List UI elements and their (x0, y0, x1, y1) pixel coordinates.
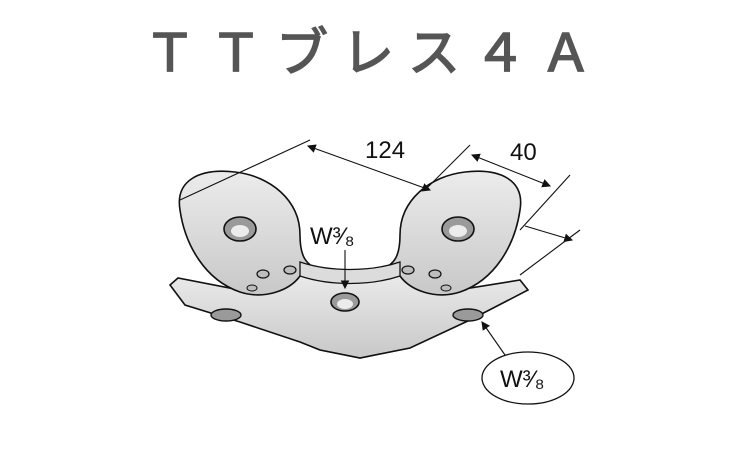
product-title: ＴＴブレス４Ａ (143, 24, 606, 84)
side-bolt-label: W³⁄₈ (500, 366, 545, 393)
dimension-length-label: 124 (365, 137, 405, 164)
dimension-width-label: 40 (510, 139, 537, 166)
side-bolt-callout (481, 351, 575, 405)
center-bolt-label: W³⁄₈ (310, 223, 355, 250)
dimension-line-width (470, 153, 552, 188)
right-flange-hole (452, 308, 484, 322)
left-flange-hole (210, 308, 242, 322)
side-bolt-leader (481, 321, 506, 356)
dimension-line-length (306, 144, 432, 192)
